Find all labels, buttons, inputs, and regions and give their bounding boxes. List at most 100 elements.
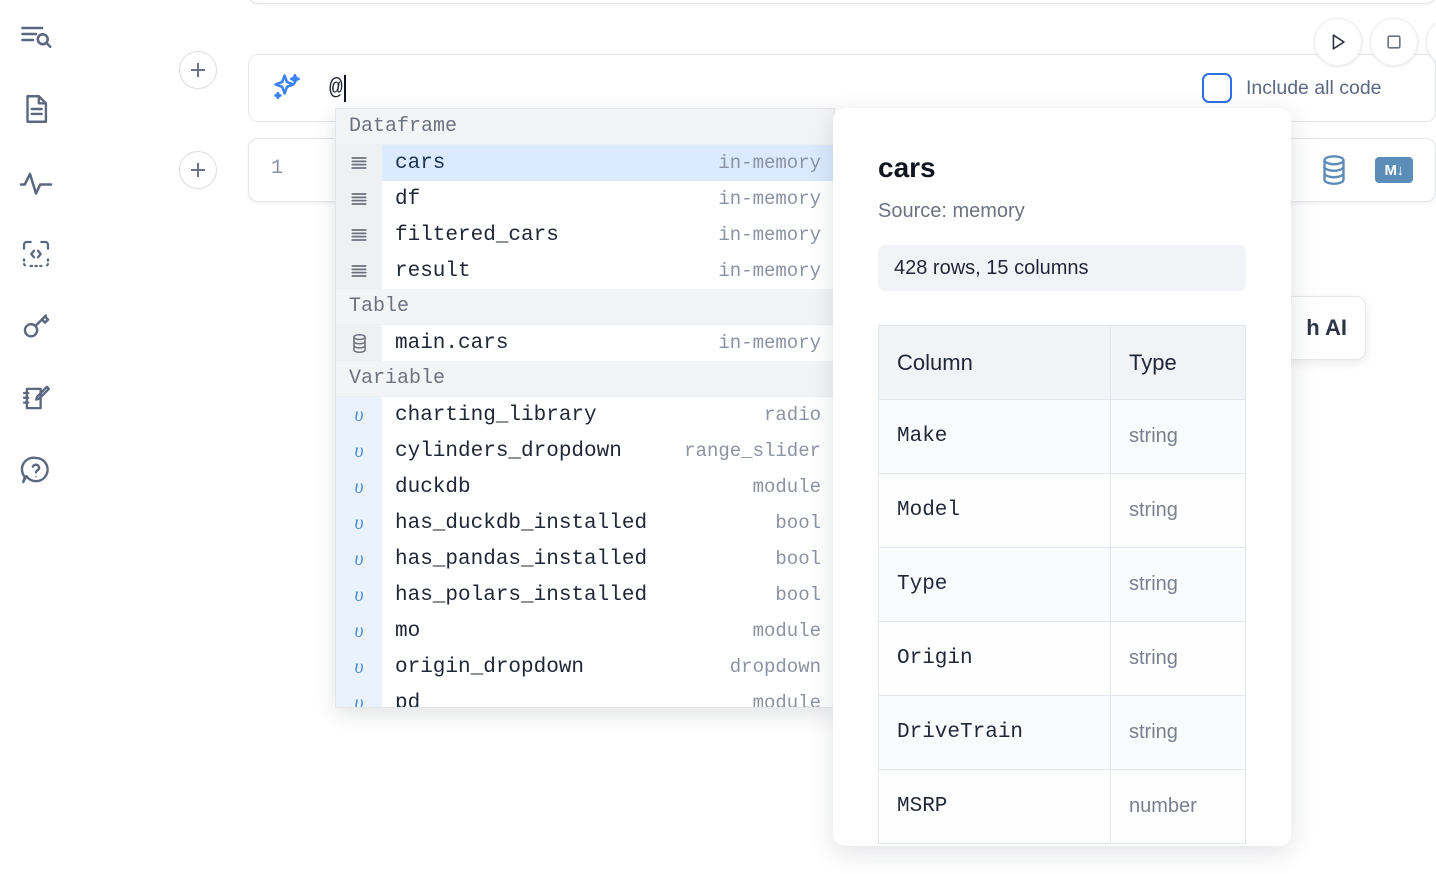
autocomplete-item[interactable]: υ origin_dropdown dropdown (336, 649, 834, 685)
dataframe-icon (336, 181, 382, 217)
line-number: 1 (271, 157, 284, 180)
autocomplete-item[interactable]: df in-memory (336, 181, 834, 217)
autocomplete-item-name: cylinders_dropdown (395, 439, 622, 463)
outline-search-icon[interactable] (13, 14, 59, 60)
activity-icon[interactable] (13, 160, 59, 206)
autocomplete-item[interactable]: υ has_polars_installed bool (336, 577, 834, 613)
add-cell-button-top[interactable] (179, 51, 217, 89)
autocomplete-item[interactable]: result in-memory (336, 253, 834, 289)
autocomplete-item[interactable]: main.cars in-memory (336, 325, 834, 361)
autocomplete-item-kind: module (752, 692, 821, 708)
autocomplete-item-name: has_pandas_installed (395, 547, 648, 571)
variable-icon: υ (336, 577, 382, 613)
autocomplete-item-kind: in-memory (718, 152, 821, 174)
detail-summary: 428 rows, 15 columns (878, 245, 1246, 291)
ai-prompt-value: @ (329, 75, 343, 101)
autocomplete-item-name: has_polars_installed (395, 583, 648, 607)
cell-above-clipped (248, 0, 1436, 4)
variable-icon: υ (336, 469, 382, 505)
ai-hint-card-text: h AI (1306, 315, 1347, 340)
autocomplete-item-kind: dropdown (729, 656, 821, 678)
code-snippet-icon[interactable] (13, 231, 59, 277)
autocomplete-item-kind: range_slider (684, 440, 821, 462)
table-icon (336, 325, 382, 361)
schema-column-type: string (1110, 473, 1246, 548)
stop-button[interactable] (1370, 18, 1418, 66)
autocomplete-item-kind: bool (775, 512, 821, 534)
autocomplete-section-header: Table (336, 289, 834, 325)
scratchpad-edit-icon[interactable] (13, 375, 59, 421)
autocomplete-item-kind: bool (775, 584, 821, 606)
autocomplete-item[interactable]: cars in-memory (336, 145, 834, 181)
autocomplete-item-name: origin_dropdown (395, 655, 585, 679)
autocomplete-item-name: duckdb (395, 475, 471, 499)
schema-column-type: string (1110, 547, 1246, 622)
autocomplete-item-name: mo (395, 619, 421, 643)
sparkle-icon (269, 71, 303, 105)
autocomplete-item-kind: in-memory (718, 260, 821, 282)
markdown-badge[interactable]: M↓ (1375, 157, 1413, 183)
key-icon[interactable] (13, 303, 59, 349)
autocomplete-item[interactable]: filtered_cars in-memory (336, 217, 834, 253)
plus-icon (191, 63, 205, 77)
run-button[interactable] (1314, 18, 1362, 66)
variable-icon: υ (336, 541, 382, 577)
dataframe-detail-panel: cars Source: memory 428 rows, 15 columns… (833, 108, 1291, 846)
stop-icon (1384, 32, 1404, 52)
variable-icon: υ (336, 433, 382, 469)
schema-column-name: Make (878, 399, 1111, 474)
autocomplete-item-name: cars (395, 151, 446, 175)
dataframe-icon (336, 217, 382, 253)
include-all-code-checkbox[interactable] (1202, 73, 1232, 103)
autocomplete-item-name: filtered_cars (395, 223, 559, 247)
schema-column-name: MSRP (878, 769, 1111, 844)
schema-column-type: number (1110, 769, 1246, 844)
document-icon[interactable] (13, 86, 59, 132)
autocomplete-item-kind: in-memory (718, 332, 821, 354)
schema-header-column: Column (878, 325, 1111, 400)
autocomplete-item-name: df (395, 187, 421, 211)
autocomplete-item-kind: radio (763, 404, 821, 426)
left-sidebar (0, 0, 72, 874)
include-all-code-label: Include all code (1246, 76, 1382, 99)
variable-icon: υ (336, 613, 382, 649)
schema-column-name: Model (878, 473, 1111, 548)
help-chat-icon[interactable] (13, 447, 59, 493)
database-icon[interactable] (1319, 153, 1349, 187)
autocomplete-item-kind: module (752, 476, 821, 498)
ai-prompt-input[interactable]: @ (329, 68, 1170, 108)
dataframe-icon (336, 145, 382, 181)
schema-column-type: string (1110, 621, 1246, 696)
plus-icon (191, 163, 205, 177)
variable-icon: υ (336, 649, 382, 685)
autocomplete-item[interactable]: υ cylinders_dropdown range_slider (336, 433, 834, 469)
autocomplete-item-kind: in-memory (718, 188, 821, 210)
autocomplete-section-header: Dataframe (336, 109, 834, 145)
play-icon (1327, 31, 1349, 53)
autocomplete-item-kind: in-memory (718, 224, 821, 246)
autocomplete-item-name: result (395, 259, 471, 283)
autocomplete-item-name: main.cars (395, 331, 509, 355)
schema-column-name: Origin (878, 621, 1111, 696)
schema-column-name: DriveTrain (878, 695, 1111, 770)
detail-title: cars (878, 152, 936, 183)
variable-icon: υ (336, 397, 382, 433)
variable-icon: υ (336, 505, 382, 541)
schema-column-name: Type (878, 547, 1111, 622)
detail-source: Source: memory (878, 200, 1025, 222)
schema-table-header-row: Column Type (878, 325, 1246, 400)
add-cell-button-bottom[interactable] (179, 151, 217, 189)
